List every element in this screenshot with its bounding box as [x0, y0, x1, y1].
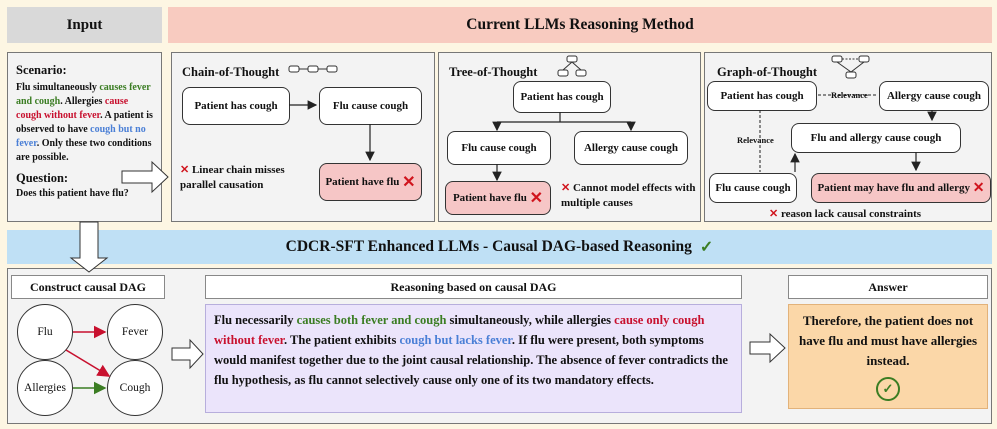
reasoning-observation: cough but lacks fever: [399, 333, 512, 347]
reasoning-t7: . If flu were present, both symptoms wou…: [214, 333, 728, 387]
dag-title: Construct causal DAG: [11, 275, 165, 299]
dag-node-fever: Fever: [107, 304, 163, 360]
scenario-text: Flu simultaneously causes fever and coug…: [16, 81, 155, 165]
got-panel: Graph-of-Thought Patient has cough Aller…: [704, 52, 992, 222]
input-to-cot-arrow: [121, 160, 169, 194]
got-node-flu-cause-cough: Flu cause cough: [709, 173, 797, 203]
cot-node-flu-cause-cough: Flu cause cough: [319, 87, 422, 125]
cross-icon: ✕: [180, 164, 190, 176]
got-node-allergy-cause-cough: Allergy cause cough: [879, 81, 989, 111]
tot-branch: [497, 112, 631, 123]
cot-node-patient-flu-label: Patient have flu: [325, 176, 400, 188]
cdcr-header: CDCR-SFT Enhanced LLMs - Causal DAG-base…: [7, 230, 992, 264]
cot-note: ✕ Linear chain misses parallel causation: [180, 163, 315, 193]
reasoning-box: Flu necessarily causes both fever and co…: [205, 304, 742, 413]
scenario-t7: . Only these two conditions are possible…: [16, 138, 152, 163]
reasoning-to-answer-arrow: [749, 332, 786, 364]
tot-node-root: Patient has cough: [513, 81, 611, 113]
dag-node-cough: Cough: [107, 360, 163, 416]
reasoning-flu-effects: causes both fever and cough: [296, 313, 447, 327]
question-label: Question:: [16, 171, 69, 185]
tot-note: ✕ Cannot model effects with multiple cau…: [561, 181, 701, 211]
cross-icon: ✕: [769, 208, 779, 220]
cot-node-patient-cough: Patient has cough: [182, 87, 290, 125]
tot-title: Tree-of-Thought: [449, 65, 538, 79]
cot-panel: Chain-of-Thought Patient has cough Flu c…: [171, 52, 435, 222]
input-header: Input: [7, 7, 162, 43]
dag-to-reasoning-arrow: [171, 338, 204, 370]
tree-icon: [557, 55, 587, 77]
reasoning-t3: simultaneously, while allergies: [446, 313, 615, 327]
answer-title: Answer: [788, 275, 988, 299]
methods-header: Current LLMs Reasoning Method: [168, 7, 992, 43]
cross-icon: ✕: [972, 180, 985, 196]
got-node-flu-allergy-cause-cough: Flu and allergy cause cough: [791, 123, 961, 153]
answer-box: Therefore, the patient does not have flu…: [788, 304, 988, 409]
got-node-patient-flu-allergy-label: Patient may have flu and allergy: [817, 182, 970, 194]
dag-node-allergies: Allergies: [17, 360, 73, 416]
scenario-flu-effects: causes fever and cough: [16, 82, 151, 107]
scenario-t1: Flu simultaneously: [16, 82, 100, 93]
tot-panel: Tree-of-Thought Patient has cough Flu ca…: [438, 52, 701, 222]
tot-node-patient-flu-label: Patient have flu: [452, 192, 527, 204]
reasoning-t1: Flu necessarily: [214, 313, 297, 327]
tot-node-patient-flu: Patient have flu ✕: [445, 181, 551, 215]
scenario-t3: . Allergies: [60, 96, 105, 107]
cot-title: Chain-of-Thought: [182, 65, 280, 79]
got-note: ✕ reason lack causal constraints: [769, 207, 989, 222]
check-icon: ✓: [699, 239, 714, 256]
cot-node-patient-flu: Patient have flu ✕: [319, 163, 422, 201]
scenario-label: Scenario:: [16, 63, 67, 77]
input-panel: Scenario: Flu simultaneously causes feve…: [7, 52, 162, 222]
scenario-observation: cough but no fever: [16, 124, 146, 149]
tot-node-flu-cause-cough: Flu cause cough: [447, 131, 551, 165]
scenario-t5: . A patient is observed to have: [16, 110, 153, 135]
got-node-patient-cough: Patient has cough: [707, 81, 817, 111]
graph-icon: [831, 55, 870, 79]
chain-icon: [288, 65, 338, 73]
cross-icon: ✕: [529, 190, 544, 207]
cross-icon: ✕: [402, 174, 416, 191]
got-note-text: reason lack causal constraints: [780, 208, 922, 220]
check-circle-icon: ✓: [876, 377, 900, 401]
cdcr-header-text: CDCR-SFT Enhanced LLMs - Causal DAG-base…: [285, 238, 692, 255]
reasoning-title: Reasoning based on causal DAG: [205, 275, 742, 299]
got-node-patient-flu-allergy: Patient may have flu and allergy ✕: [811, 173, 991, 203]
got-title: Graph-of-Thought: [717, 65, 818, 79]
tot-note-text: Cannot model effects with multiple cause…: [561, 182, 696, 209]
got-relevance-label-left: Relevance: [737, 135, 774, 145]
scenario-allergy-effects: cause cough without fever: [16, 96, 129, 121]
reasoning-allergy-effects: cause only cough without fever: [214, 313, 705, 347]
question-text: Does this patient have flu?: [16, 188, 129, 199]
dag-edge-flu-cough: [65, 349, 111, 377]
cot-note-text: Linear chain misses parallel causation: [180, 164, 285, 191]
tot-node-allergy-cause-cough: Allergy cause cough: [574, 131, 688, 165]
cross-icon: ✕: [561, 182, 571, 194]
answer-text: Therefore, the patient does not have flu…: [798, 313, 978, 368]
reasoning-t5: . The patient exhibits: [284, 333, 400, 347]
input-to-cdcr-arrow: [69, 221, 109, 273]
dag-node-flu: Flu: [17, 304, 73, 360]
